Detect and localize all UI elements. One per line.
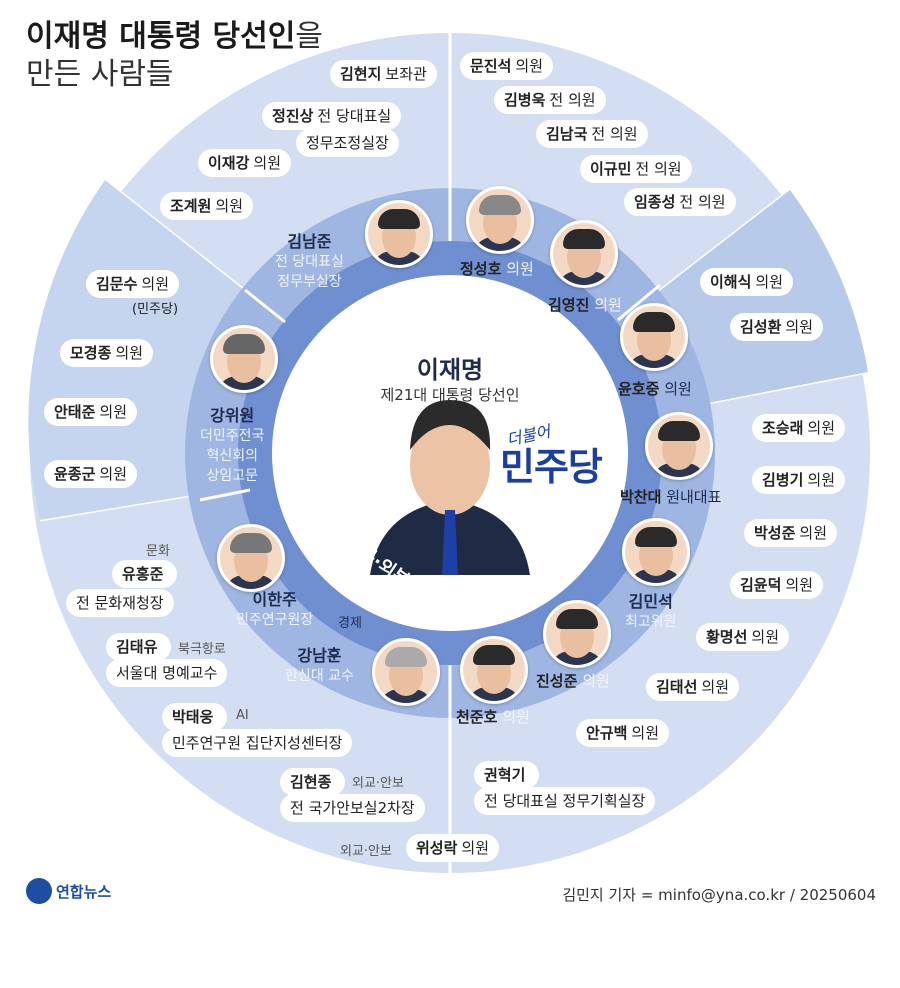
avatar-kimnamjun	[365, 200, 433, 268]
inner-kangnamhun-field: 경제	[338, 616, 362, 631]
person-kimhyeonjong-role: 전 국가안보실2차장	[280, 794, 425, 822]
field-diplomacy-1: 외교·안보	[352, 776, 404, 791]
avatar-parkchandae	[645, 412, 713, 480]
inner-parkchandae: 박찬대 원내대표	[620, 488, 722, 506]
avatar-kimyoungjin	[550, 220, 618, 288]
person-kwonhyeokgi: 권혁기	[474, 761, 540, 789]
person-kimtaeyu: 김태유	[106, 633, 172, 661]
avatar-jinseongjun	[543, 600, 611, 668]
person-jeongjinsang-role2: 정무조정실장	[296, 129, 399, 157]
person-kimhyeonjong: 김현종	[280, 768, 346, 796]
inner-jinseongjun: 진성준 의원	[536, 672, 610, 690]
field-diplomacy-2: 외교·안보	[340, 844, 392, 859]
center-name: 이재명	[416, 356, 484, 384]
person-kimmunsu-party: (민주당)	[132, 302, 179, 317]
avatar-jeongseongho	[466, 186, 534, 254]
avatar-yunhojung	[620, 303, 688, 371]
avatar-leehanju	[217, 524, 285, 592]
avatar-kangwiwon	[210, 325, 278, 393]
field-culture: 문화	[146, 544, 170, 559]
avatar-kangnamhun	[372, 638, 440, 706]
inner-cheonjunho: 천준호 의원	[456, 708, 530, 726]
person-kimtaeyu-role: 서울대 명예교수	[106, 659, 228, 687]
field-arctic: 북극항로	[178, 642, 226, 657]
credit-line: 김민지 기자 = minfo@yna.co.kr / 20250604	[562, 886, 876, 904]
avatar-cheonjunho	[460, 636, 528, 704]
person-parktaeung-role: 민주연구원 집단지성센터장	[162, 729, 353, 757]
person-parktaeung: 박태웅	[162, 703, 228, 731]
person-kwonhyeokgi-role: 전 당대표실 정무기획실장	[474, 787, 656, 815]
inner-jeongseongho: 정성호 의원	[460, 260, 534, 278]
center-subtitle: 제21대 대통령 당선인	[380, 386, 520, 404]
person-yuhongjun: 유홍준	[112, 560, 178, 588]
person-yuhongjun-role: 전 문화재청장	[66, 589, 174, 617]
inner-kimyoungjin: 김영진 의원	[548, 296, 622, 314]
inner-yunhojung: 윤호중 의원	[618, 380, 692, 398]
center-portrait	[370, 400, 530, 575]
party-logo: 민주당	[500, 445, 603, 489]
avatar-kimminseok	[622, 518, 690, 586]
page-title: 이재명 대통령 당선인을 만든 사람들	[26, 19, 323, 92]
field-ai: AI	[236, 708, 249, 723]
